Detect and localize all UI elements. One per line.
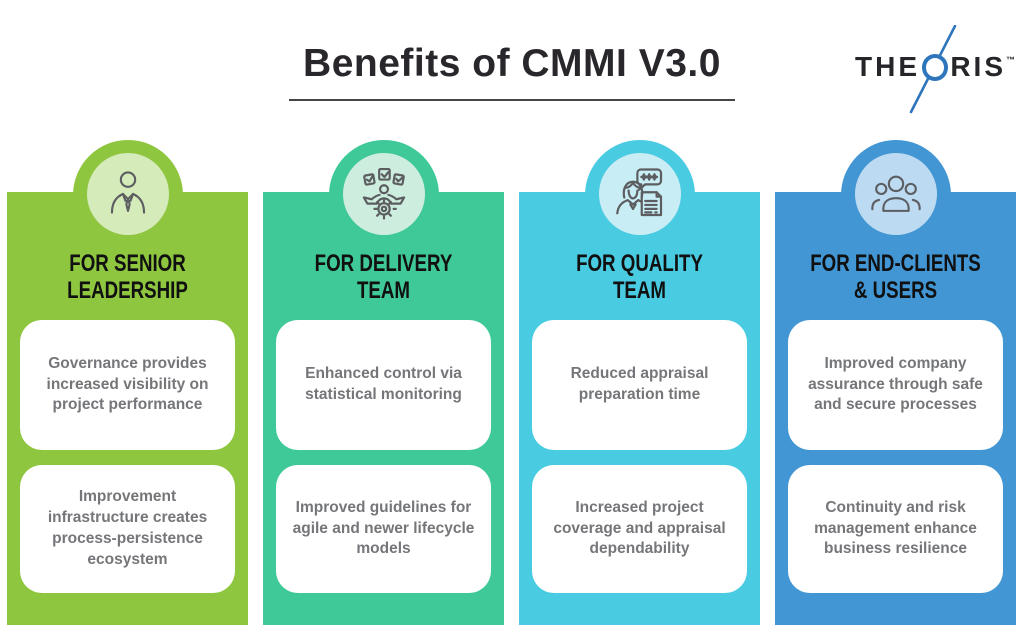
- businessman-icon: [110, 171, 145, 214]
- benefit-card: Improved guidelines for agile and newer …: [276, 465, 491, 593]
- logo-text-pre: THE: [855, 51, 920, 82]
- benefit-card: Increased project coverage and appraisal…: [532, 465, 747, 593]
- icon-circle: [342, 153, 425, 235]
- icon-circle: [86, 153, 169, 235]
- column-title: FOR QUALITY TEAM: [576, 250, 703, 305]
- title-block: Benefits of CMMI V3.0: [0, 42, 1024, 101]
- column-title: FOR SENIOR LEADERSHIP: [67, 250, 188, 305]
- benefit-card: Governance provides increased visibility…: [20, 320, 235, 450]
- benefit-card: Enhanced control via statistical monitor…: [276, 320, 491, 450]
- column-title: FOR DELIVERY TEAM: [314, 250, 453, 305]
- page-title: Benefits of CMMI V3.0: [289, 42, 735, 101]
- benefit-card: Reduced appraisal preparation time: [532, 320, 747, 450]
- user-group-icon: [870, 175, 921, 212]
- benefit-card: Continuity and risk management enhance b…: [788, 465, 1003, 593]
- logo-o-ring-icon: [922, 53, 949, 81]
- column-quality-team: FOR QUALITY TEAM Reduced appraisal prepa…: [519, 140, 760, 625]
- benefit-card: Improvement infrastructure creates proce…: [20, 465, 235, 593]
- icon-circle: [598, 153, 681, 235]
- icon-circle: [854, 153, 937, 235]
- team-checklist-gear-icon: [362, 167, 405, 220]
- logo-text-post: RIS: [950, 51, 1006, 82]
- logo-trademark: ™: [1006, 55, 1015, 65]
- column-title: FOR END-CLIENTS & USERS: [810, 250, 981, 305]
- benefit-card: Improved company assurance through safe …: [788, 320, 1003, 450]
- column-end-clients-users: FOR END-CLIENTS & USERS Improved company…: [775, 140, 1016, 625]
- reviewer-document-icon: [615, 168, 662, 217]
- column-senior-leadership: FOR SENIOR LEADERSHIP Governance provide…: [7, 140, 248, 625]
- column-delivery-team: FOR DELIVERY TEAM Enhanced control via s…: [263, 140, 504, 625]
